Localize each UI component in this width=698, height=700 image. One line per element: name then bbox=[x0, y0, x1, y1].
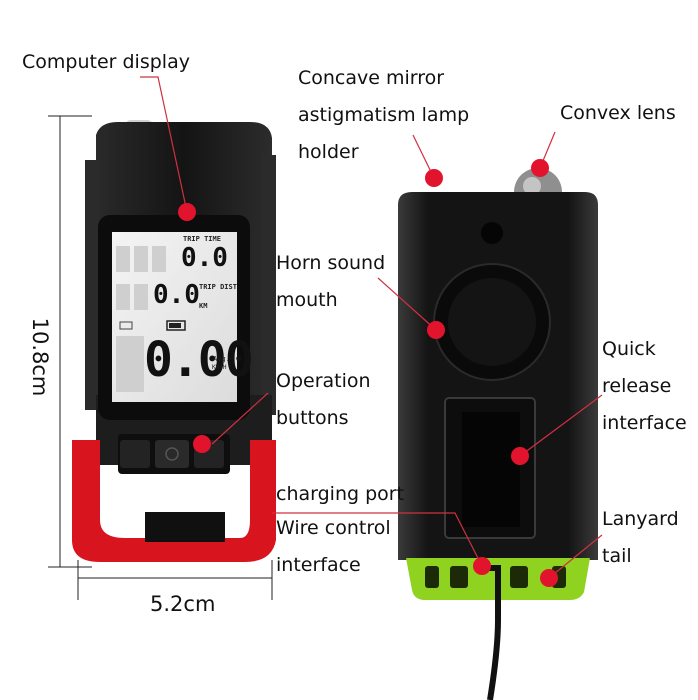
label-wire-control-line-1: Wire control bbox=[276, 517, 391, 539]
label-concave-mirror-line-1: Concave mirror bbox=[298, 67, 445, 89]
label-computer-display: Computer display bbox=[22, 51, 190, 73]
marker-concave-mirror bbox=[425, 169, 443, 187]
label-horn-line-2: mouth bbox=[276, 289, 338, 311]
marker-charging-port bbox=[473, 557, 491, 575]
set-button bbox=[120, 440, 150, 468]
markers bbox=[178, 159, 558, 587]
label-quick-release-line-2: release bbox=[602, 375, 672, 397]
label-wire-control-line-2: interface bbox=[276, 554, 361, 576]
label-convex-lens: Convex lens bbox=[560, 102, 676, 124]
marker-operation-buttons bbox=[193, 435, 211, 453]
label-quick-release-line-1: Quick bbox=[602, 338, 656, 360]
dimension-lines bbox=[48, 115, 273, 600]
lcd-trip-dist-label: TRIP DIST bbox=[199, 283, 237, 291]
lcd-trip-time-label: TRIP TIME bbox=[183, 235, 221, 243]
lcd-avg-label: Avg. bbox=[213, 355, 230, 363]
marker-horn bbox=[427, 321, 445, 339]
label-charging-port: charging port bbox=[276, 483, 405, 505]
label-lanyard-line-1: Lanyard bbox=[602, 508, 679, 530]
label-lanyard-line-2: tail bbox=[602, 545, 632, 567]
marker-quick-release bbox=[511, 447, 529, 465]
marker-convex-lens bbox=[531, 159, 549, 177]
label-operation-line-1: Operation bbox=[276, 370, 371, 392]
dimension-width: 5.2cm bbox=[150, 592, 216, 616]
back-device bbox=[398, 168, 598, 700]
label-quick-release-line-3: interface bbox=[602, 412, 687, 434]
front-device bbox=[72, 120, 276, 562]
label-concave-mirror-line-3: holder bbox=[298, 141, 359, 163]
dimension-height: 10.8cm bbox=[28, 317, 52, 397]
label-operation-line-2: buttons bbox=[276, 407, 349, 429]
lcd-speed-value: 0.00 bbox=[144, 332, 254, 388]
red-mount bbox=[72, 440, 276, 562]
lcd-trip-dist-value: 0.0 bbox=[153, 280, 200, 310]
label-concave-mirror-line-2: astigmatism lamp bbox=[298, 104, 470, 126]
marker-computer-display bbox=[178, 203, 196, 221]
marker-lanyard bbox=[540, 569, 558, 587]
charging-cable bbox=[487, 565, 501, 700]
power-button bbox=[155, 440, 189, 468]
leader-lines bbox=[140, 76, 603, 579]
lcd-trip-time-value: 0.0 bbox=[181, 243, 228, 273]
lcd-dist-unit: KM bbox=[199, 302, 208, 310]
label-horn-line-1: Horn sound bbox=[276, 252, 386, 274]
lcd-speed-unit: KM/H bbox=[212, 364, 227, 371]
